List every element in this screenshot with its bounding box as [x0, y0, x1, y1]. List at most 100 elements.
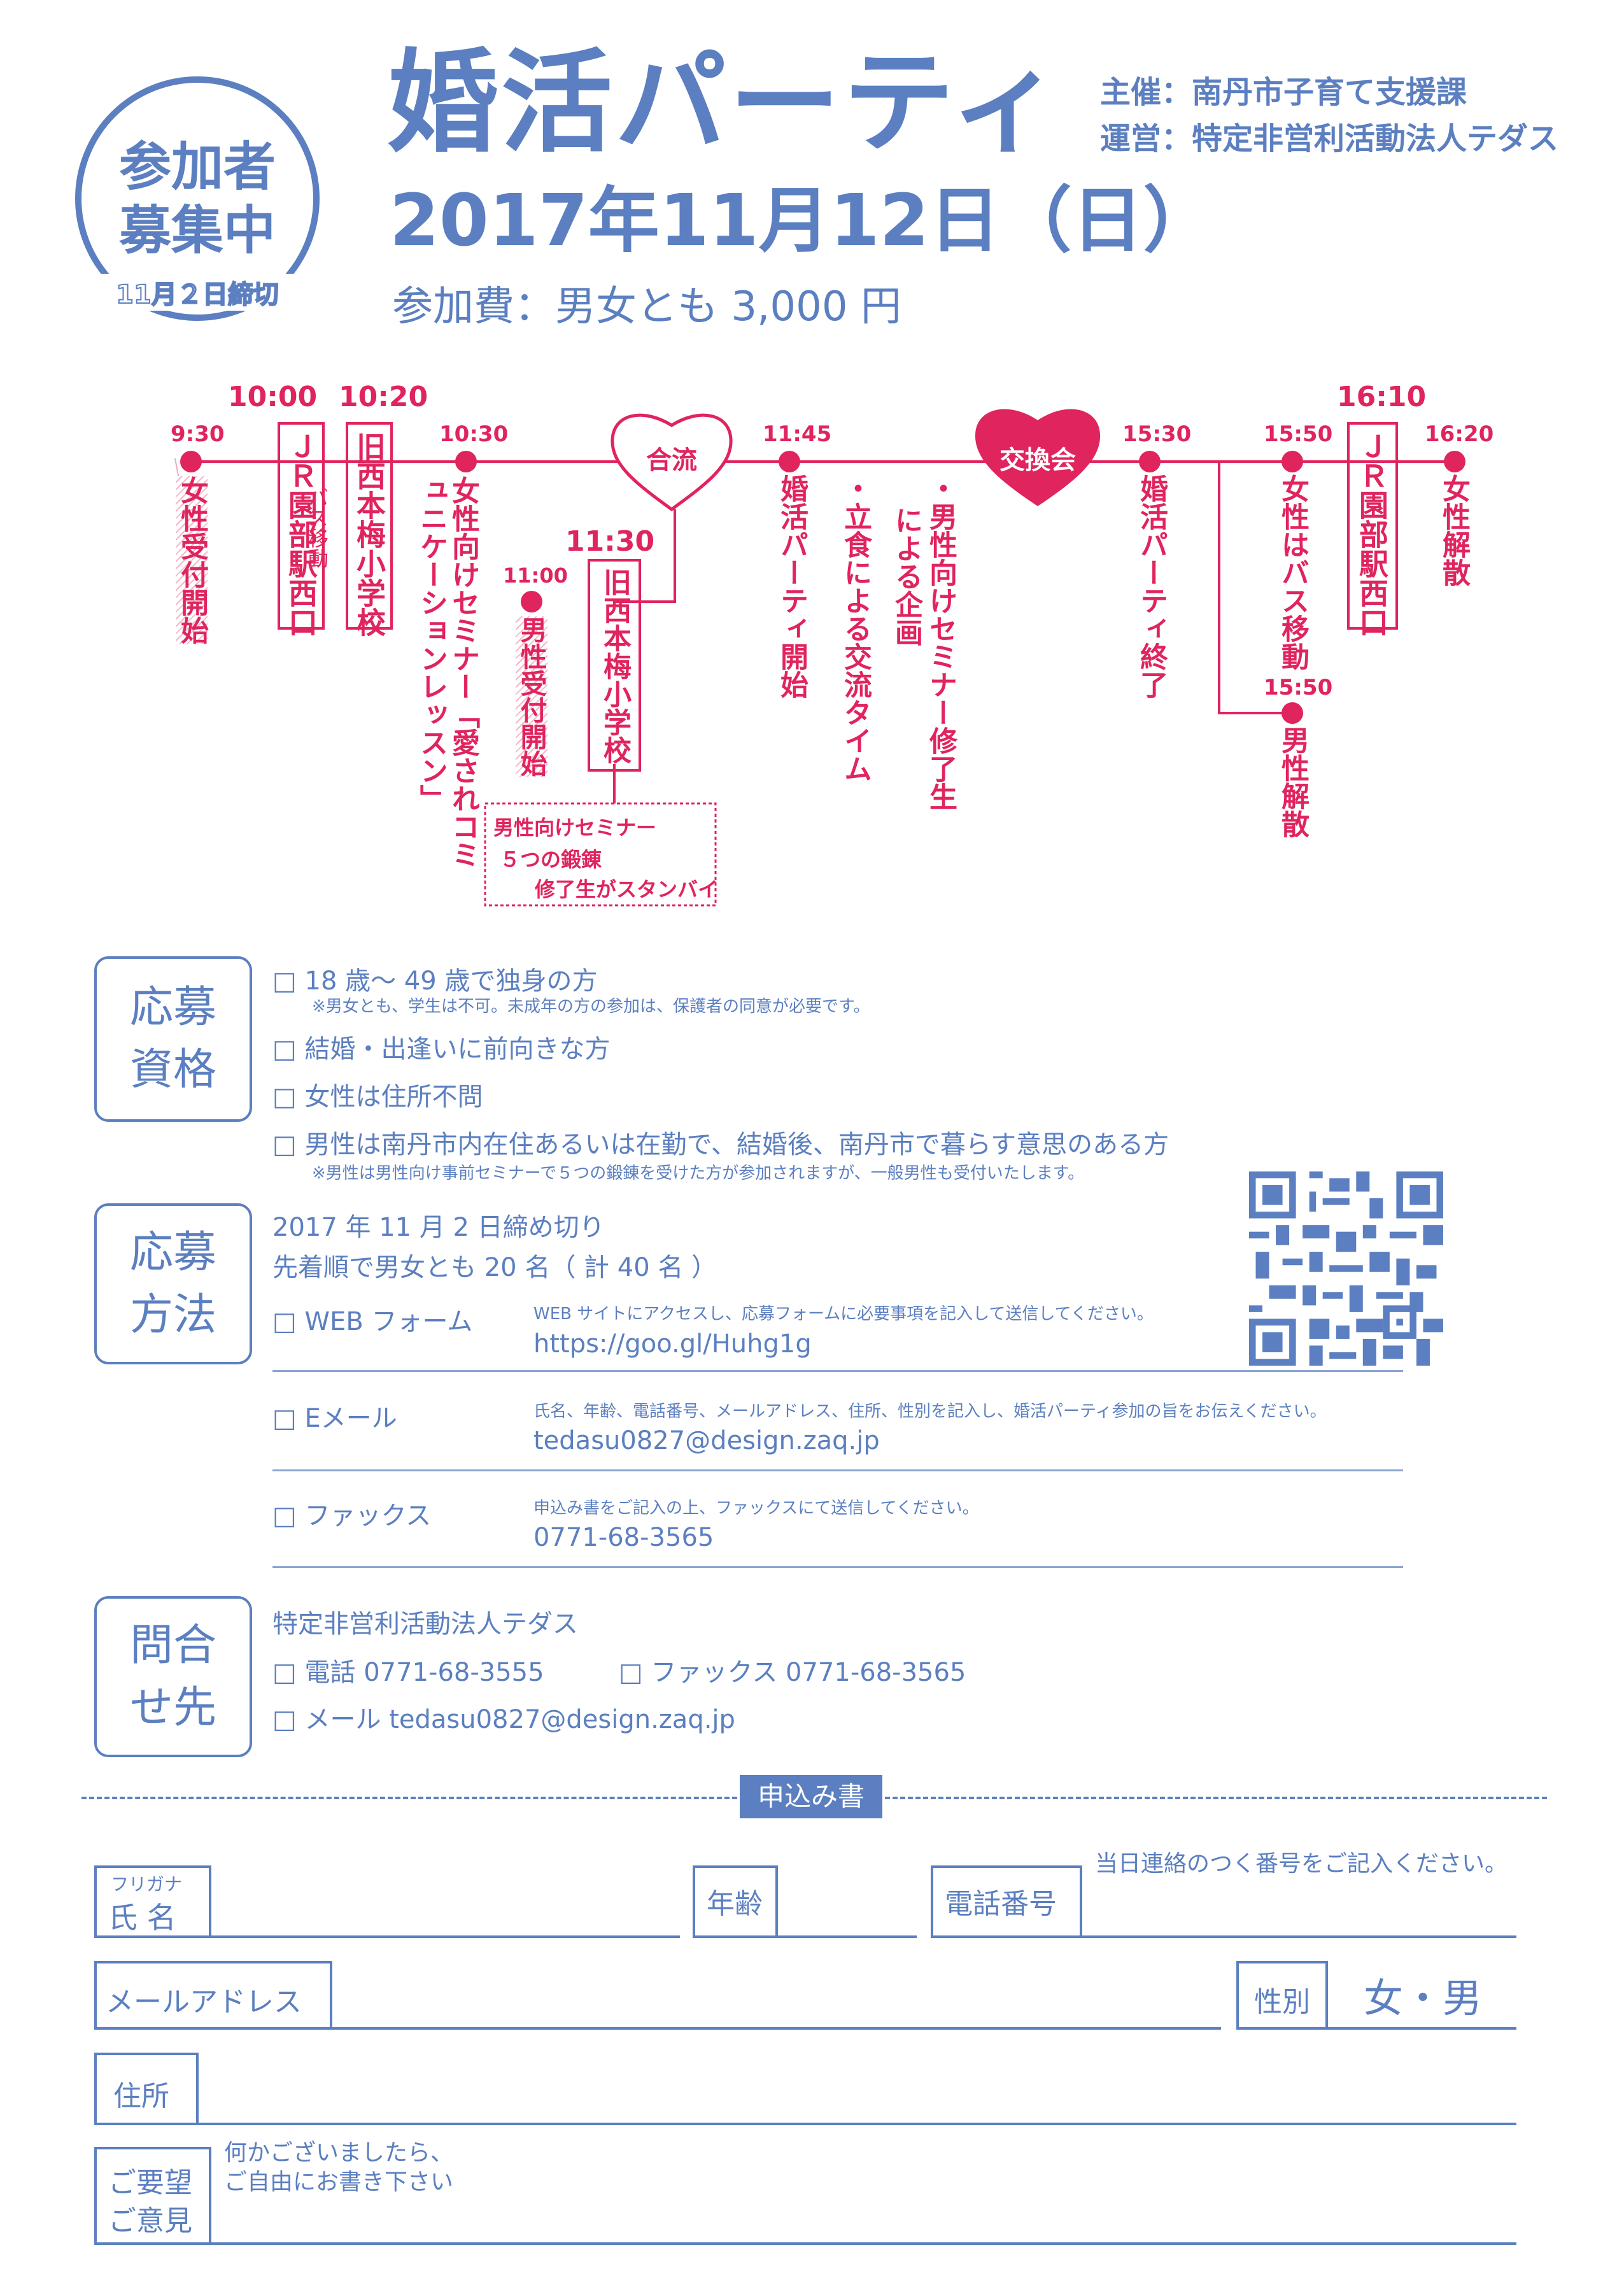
exchange-label: 交換会 [999, 446, 1076, 475]
request-note-2: ご自由にお書き下さい [224, 2169, 454, 2195]
eligibility-note1: ※男女とも、学生は不可。未成年の方の参加は、保護者の同意が必要です。 [312, 997, 870, 1016]
name-field[interactable] [94, 1935, 680, 1938]
eligibility-item-men: □ 男性は南丹市内在住あるいは在勤で、結婚後、南丹市で暮らす意思のある方 [272, 1130, 1169, 1159]
request-note-1: 何かございましたら、 [224, 2140, 454, 2166]
divider-mail [272, 1469, 1403, 1471]
recruit-badge: 参加者 募集中 11月２日締切 [75, 76, 320, 321]
grad-plan-2: による企画 [890, 506, 922, 646]
men-note-1: 男性向けセミナー [493, 816, 657, 840]
method-fax-desc: 申込み書をご記入の上、ファックスにて送信してください。 [533, 1499, 979, 1518]
organizer-operator: 運営：特定非営利活動法人テダス [1100, 121, 1559, 157]
time-1000: 10:00 [228, 381, 318, 413]
buffet-time: ・立食による交流タイム [839, 474, 872, 782]
method-mail-addr[interactable]: tedasu0827@design.zaq.jp [533, 1426, 880, 1455]
women-reception: 女性受付開始 [176, 476, 208, 644]
address-label-box: 住所 [94, 2053, 199, 2125]
contact-label: 問合 せ先 [94, 1596, 252, 1757]
party-end: 婚活パーティ終了 [1135, 474, 1168, 698]
phone-note: 当日連絡のつく番号をご記入ください。 [1095, 1851, 1508, 1877]
gender-label-box: 性別 [1236, 1961, 1328, 2030]
organizer-host: 主催：南丹市子育て支援課 [1100, 74, 1467, 110]
phone-field[interactable] [931, 1935, 1516, 1938]
bus-move: バス移動 [305, 487, 329, 569]
men-dismiss: 男性解散 [1276, 726, 1309, 838]
form-title: 申込み書 [740, 1775, 882, 1818]
women-bus: 女性はバス移動 [1276, 474, 1309, 670]
eligibility-item-age: □ 18 歳～ 49 歳で独身の方 [272, 966, 598, 996]
women-dismiss: 女性解散 [1437, 474, 1470, 586]
method-mail-label: □ Eメール [272, 1404, 397, 1433]
method-web-label: □ WEB フォーム [272, 1307, 473, 1336]
name-label-box: フリガナ 氏 名 [94, 1865, 211, 1938]
school-2: 旧西本梅小学校 [598, 568, 631, 764]
request-label-1: ご要望 [108, 2167, 192, 2199]
method-web-desc: WEB サイトにアクセスし、応募フォームに必要事項を記入して送信してください。 [533, 1305, 1154, 1324]
email-field[interactable] [94, 2027, 1221, 2030]
exchange-heart-icon [975, 409, 1101, 506]
cut-line-right [885, 1797, 1547, 1799]
divider-web [272, 1370, 1403, 1372]
contact-org: 特定非営利活動法人テダス [272, 1609, 578, 1639]
time-1030: 10:30 [439, 421, 509, 447]
divider-fax [272, 1566, 1403, 1568]
time-1550a: 15:50 [1264, 421, 1333, 447]
address-label: 住所 [113, 2080, 169, 2112]
name-label: 氏 名 [108, 1900, 176, 1935]
qr-code-icon[interactable] [1249, 1171, 1443, 1366]
participation-fee: 参加費：男女とも 3,000 円 [392, 283, 901, 330]
badge-line2: 募集中 [118, 201, 276, 261]
eligibility-label: 応募 資格 [94, 956, 252, 1122]
merge-label: 合流 [646, 446, 697, 475]
method-deadline: 2017 年 11 月 2 日締め切り [272, 1213, 605, 1242]
merge-heart-icon [611, 413, 733, 512]
age-field[interactable] [693, 1935, 917, 1938]
request-field[interactable] [94, 2242, 1516, 2245]
badge-deadline: 11月２日締切 [81, 274, 313, 311]
email-label-box: メールアドレス [94, 1961, 332, 2030]
men-note-3: 修了生がスタンバイ [535, 877, 719, 902]
age-label-box: 年齢 [693, 1865, 778, 1938]
method-web-url[interactable]: https://goo.gl/Huhg1g [533, 1329, 812, 1359]
time-1130: 11:30 [565, 525, 655, 558]
method-mail-desc: 氏名、年齢、電話番号、メールアドレス、住所、性別を記入し、婚活パーティ参加の旨を… [533, 1402, 1327, 1421]
eligibility-item-positive: □ 結婚・出逢いに前向きな方 [272, 1035, 611, 1064]
time-1145: 11:45 [763, 421, 832, 447]
time-1530: 15:30 [1122, 421, 1192, 447]
jr-station-1: ＪＲ園部駅西口 [284, 432, 318, 637]
eligibility-item-women: □ 女性は住所不問 [272, 1082, 483, 1112]
gender-choice[interactable]: 女・男 [1364, 1975, 1483, 2021]
jr-station-2: ＪＲ園部駅西口 [1355, 432, 1389, 637]
address-field[interactable] [94, 2123, 1516, 2125]
request-label-box: ご要望 ご意見 [94, 2147, 211, 2245]
contact-mail: □ メール tedasu0827@design.zaq.jp [272, 1705, 735, 1734]
time-1620: 16:20 [1425, 421, 1494, 447]
method-capacity: 先着順で男女とも 20 名（ 計 40 名 ） [272, 1253, 717, 1282]
men-note-2: ５つの鍛錬 [500, 847, 602, 872]
cut-line-left [81, 1797, 737, 1799]
method-label: 応募 方法 [94, 1203, 252, 1364]
timeline-graphic [174, 409, 1465, 907]
party-start: 婚活パーティ開始 [775, 474, 808, 698]
badge-line1: 参加者 [118, 137, 276, 197]
contact-tel: □ 電話 0771-68-3555 [272, 1658, 544, 1687]
event-date: 2017年11月12日（日） [390, 180, 1215, 262]
method-fax-label: □ ファックス [272, 1501, 432, 1531]
age-label: 年齢 [707, 1888, 763, 1920]
time-1100: 11:00 [503, 563, 568, 588]
furigana-label: フリガナ [111, 1874, 183, 1895]
gender-label: 性別 [1254, 1986, 1310, 2018]
time-1020: 10:20 [339, 381, 428, 413]
grad-plan-1: ・男性向けセミナー修了生 [924, 474, 957, 810]
women-seminar: 女性向けセミナー「愛されコミュニケーションレッスン」 [415, 476, 479, 868]
time-1610: 16:10 [1337, 381, 1427, 413]
gender-field [1236, 2027, 1516, 2030]
time-1550b: 15:50 [1264, 675, 1333, 700]
phone-label: 電話番号 [945, 1888, 1057, 1920]
email-label: メールアドレス [106, 1986, 302, 2018]
time-0930: 9:30 [171, 421, 225, 447]
phone-label-box: 電話番号 [931, 1865, 1082, 1938]
method-fax-num: 0771-68-3565 [533, 1523, 714, 1552]
eligibility-note2: ※男性は男性向け事前セミナーで５つの鍛錬を受けた方が参加されますが、一般男性も受… [312, 1164, 1085, 1183]
contact-fax: □ ファックス 0771-68-3565 [619, 1658, 966, 1687]
request-label-2: ご意見 [108, 2205, 192, 2237]
